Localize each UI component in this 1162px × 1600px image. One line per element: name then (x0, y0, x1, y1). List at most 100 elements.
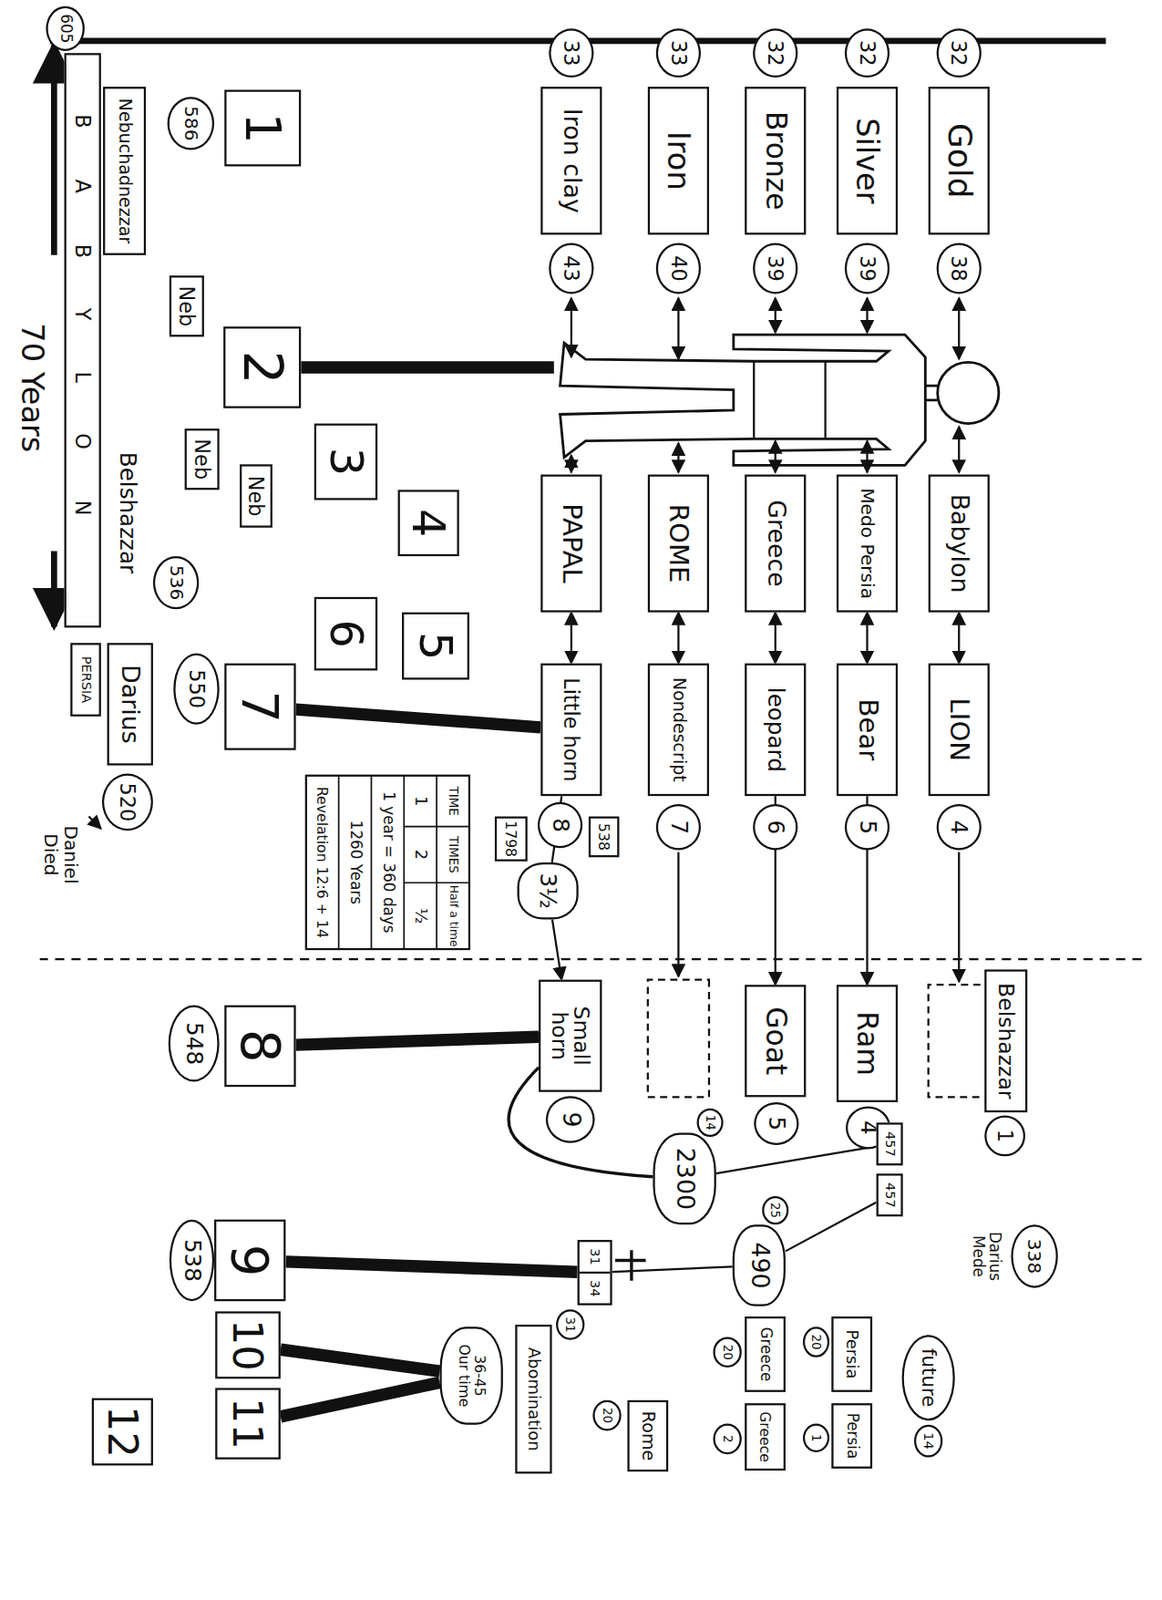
node-text: 6 (322, 618, 371, 648)
verse-circle: 32 (844, 28, 890, 78)
node-text: 457 (882, 1131, 896, 1157)
pointer-arrow (88, 816, 101, 829)
node-text: Silver (851, 117, 884, 204)
connector-arrow (552, 795, 563, 863)
node-text: 2 (720, 1434, 734, 1443)
node-text: Darius (117, 664, 144, 744)
event-box: Abomination (514, 1324, 552, 1473)
era-band: BABYLON (64, 52, 102, 628)
beast-box: Little horn (540, 663, 602, 797)
kingdom-box: Persia (831, 1316, 873, 1392)
node-text: Our time (456, 1343, 472, 1407)
king-box: Neb (185, 428, 220, 490)
verse-circle: 14 (914, 1424, 943, 1458)
statue-arrow (957, 426, 960, 473)
year-circle: 338 (1010, 1223, 1058, 1287)
verse-circle: 25 (761, 1195, 789, 1224)
node-text: 457 (882, 1182, 896, 1208)
node-text: 40 (668, 255, 690, 281)
chapter-box: 2 (223, 326, 301, 409)
beast-box: Ram (836, 984, 898, 1102)
node-text: Neb (191, 438, 214, 480)
verse-circle: 20 (592, 1399, 621, 1431)
node-text: PERSIA (78, 656, 93, 704)
statue-arrow (570, 298, 573, 358)
verse-circle: 40 (656, 242, 701, 294)
node-text: 7 (233, 689, 288, 723)
table-grid (339, 775, 470, 949)
node-text: 1 (809, 1433, 823, 1442)
node-text: Greece (757, 1326, 774, 1382)
year-box: 1798 (494, 816, 528, 862)
kingdom-box: Medo Persia (836, 474, 898, 613)
year-circle: 536 (153, 555, 199, 609)
node-text: Rome (638, 1410, 658, 1461)
label-text: ½ (403, 882, 437, 949)
node-text: 1 (994, 1129, 1017, 1142)
verse-circle: 1 (802, 1423, 830, 1452)
chapter-box: 1 (224, 90, 301, 167)
node-text: 39 (856, 255, 879, 281)
connector-arrow (774, 795, 777, 985)
connector-arrow (774, 612, 777, 664)
node-text: 536 (166, 565, 186, 600)
node-text: 33 (560, 40, 583, 66)
node-text: PAPAL (557, 503, 587, 583)
node-text: 32 (764, 40, 787, 66)
kingdom-box: PAPAL (540, 474, 602, 613)
statue-neck (925, 385, 937, 401)
node-text: 2 (234, 349, 290, 384)
node-text: Neb (245, 475, 268, 517)
node-text: 7 (666, 819, 690, 834)
node-text: 11 (226, 1397, 270, 1450)
node-text: Iron clay (558, 108, 585, 214)
node-text: 9 (557, 1110, 584, 1127)
king-box: Neb (239, 463, 273, 527)
statue-bands (753, 360, 825, 439)
node-text: 33 (668, 40, 690, 66)
node-text: 38 (947, 255, 970, 281)
prophecy-blob: 490 (732, 1223, 786, 1306)
kingdom-box: Greece (744, 1402, 786, 1471)
connector-arrow (552, 919, 562, 980)
label-text: ½ (411, 907, 430, 924)
node-text: 9 (223, 1244, 278, 1277)
node-text: Nondescript (668, 677, 688, 782)
node-text: 31 (564, 1316, 577, 1332)
beast-box: LION (928, 663, 990, 797)
node-text: 43 (560, 255, 583, 281)
statue-arrow (865, 298, 868, 333)
node-text: Little horn (560, 677, 583, 782)
kingdom-box: Greece (744, 1316, 786, 1392)
chapter-box: 12 (92, 1398, 154, 1466)
node-text: 5 (411, 631, 460, 660)
chapter-bar (280, 1348, 441, 1371)
node-text: 1798 (503, 820, 519, 857)
node-text: Medo Persia (857, 487, 877, 599)
year-box: 538 (588, 816, 620, 858)
node-text: 586 (181, 105, 201, 141)
label-text: 1260 Years (339, 775, 372, 949)
label-text: Daniel Died (41, 805, 80, 903)
label-text: Revelation 12:6 + 14 (306, 775, 340, 949)
prophecy-blob: 2300 (652, 1132, 716, 1225)
node-text: Greece (762, 499, 789, 587)
beast-box: Small horn (538, 979, 602, 1092)
node-text: 550 (185, 668, 208, 709)
node-text: Greece (757, 1410, 772, 1462)
year-box: 3134 (577, 1239, 613, 1306)
beast-link (957, 852, 960, 982)
node-text: 36-45 (471, 1354, 486, 1397)
node-text: 31 (579, 1241, 611, 1271)
beast-box: Nondescript (647, 663, 710, 797)
node-text: Iron (662, 131, 695, 191)
label-text: Belshazzar (115, 452, 140, 574)
connector-arrow (957, 612, 960, 664)
metal-box: Gold (928, 86, 990, 235)
empty-dashed-box (647, 979, 710, 1098)
year-box: 457 (876, 1121, 904, 1165)
node-text: Bronze (760, 111, 791, 210)
node-text: 34 (579, 1271, 611, 1304)
node-text: LION (945, 698, 974, 761)
